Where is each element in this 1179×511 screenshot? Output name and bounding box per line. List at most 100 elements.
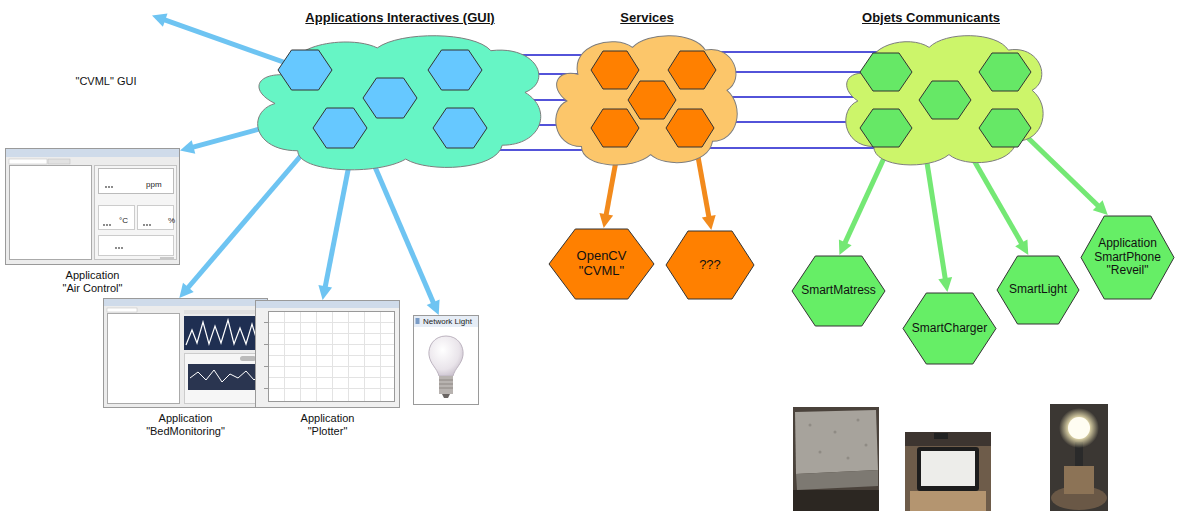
connector: [372, 160, 440, 315]
screen-label: °C: [119, 216, 128, 225]
window-title: Network Light: [423, 317, 472, 326]
cloud-hexagons: [556, 34, 738, 168]
mattress-photo-part: [857, 419, 860, 422]
bed-monitoring-screenshot-part: [108, 314, 180, 404]
service-cloud: Objets Communicants: [846, 8, 1044, 168]
bed-monitoring-screenshot-part: [188, 364, 260, 390]
arrow-head: [1015, 239, 1028, 255]
network-light-window-part: [439, 376, 453, 394]
charger-photo-part: [921, 451, 975, 486]
air-control-screenshot-part: [9, 159, 47, 164]
plotter-screenshot: [256, 301, 400, 408]
lamp-photo-part: [1050, 404, 1108, 511]
module-hexagon: [313, 108, 367, 148]
hexagon-shape: [549, 229, 654, 299]
bed-monitoring-screenshot-part: [240, 356, 256, 361]
screen-label: ppm: [146, 180, 162, 189]
component-hexagon: SmartLight: [996, 255, 1080, 325]
connector: [839, 145, 890, 255]
connector-line: [325, 160, 351, 290]
component-hexagon: ???: [665, 230, 755, 300]
module-hexagon: [860, 53, 912, 91]
network-light-window-part: [429, 336, 463, 376]
air-control-screenshot-part: [160, 257, 174, 260]
module-hexagon: [628, 81, 676, 119]
plotter-screenshot-part: [256, 301, 399, 308]
air-control-screenshot-part: [109, 224, 111, 226]
hexagon-shape: [1081, 216, 1174, 299]
section-heading: Objets Communicants: [792, 10, 1070, 26]
mattress-photo-part: [819, 451, 822, 454]
lamp-photo-part: [1064, 466, 1094, 494]
air-control-screenshot-part: [105, 186, 107, 188]
section-heading: Applications Interactives (GUI): [218, 10, 582, 26]
network-light-window-part: [439, 380, 453, 388]
app-caption: Application "Air Control": [58, 269, 128, 295]
connector: [1025, 135, 1108, 215]
service-cloud: Applications Interactives (GUI): [258, 8, 542, 173]
node-label: SmartCharger: [912, 322, 987, 336]
service-cloud: Services: [556, 8, 738, 168]
mattress-photo-part: [847, 457, 850, 460]
node-label: OpenCV "CVML": [571, 249, 633, 279]
plotter-screenshot-part: [269, 312, 394, 401]
arrow-head: [702, 215, 716, 230]
connector-line: [968, 150, 1023, 247]
lamp-photo: [1050, 404, 1108, 511]
app-caption: Application "Plotter": [293, 412, 363, 438]
lamp-photo-part: [1059, 408, 1099, 448]
air-control-screenshot-part: [48, 159, 70, 164]
bed-monitoring-screenshot-part: [185, 354, 264, 404]
component-hexagon: OpenCV "CVML": [548, 228, 655, 300]
air-control-screenshot-part: [99, 169, 174, 194]
module-hexagon: [666, 109, 714, 147]
air-control-screenshot-part: [95, 166, 177, 260]
component-hexagon: SmartMatress: [791, 255, 886, 327]
air-control-screenshot-part: [115, 247, 117, 249]
arrow-head: [599, 213, 613, 228]
charger-photo-part: [917, 447, 979, 491]
gui-endpoint: "CVML" GUI: [60, 8, 152, 90]
air-control-screenshot-part: [103, 224, 105, 226]
arrow-head: [839, 239, 852, 255]
connector-line: [1025, 135, 1101, 208]
mattress-photo-part: [793, 490, 879, 511]
bed-monitoring-screenshot-part: [184, 316, 264, 350]
app-window: Application "Air Control": [5, 148, 180, 265]
mattress-photo: [793, 407, 879, 511]
air-control-screenshot: [6, 149, 180, 265]
plotter-screenshot-part: [264, 323, 268, 389]
component-hexagon: SmartCharger: [902, 292, 997, 365]
node-label: ???: [699, 258, 721, 273]
bed-monitoring-screenshot-part: [104, 299, 268, 408]
hexagon-shape: [997, 256, 1079, 324]
app-window: Application "BedMonitoring": [103, 298, 268, 408]
mattress-photo-part: [793, 407, 879, 511]
module-hexagon: [428, 50, 482, 90]
arrow-head: [318, 285, 332, 300]
hexagon-shape: [903, 293, 996, 364]
mattress-photo-part: [796, 470, 878, 490]
connector: [179, 145, 310, 298]
connector-line: [372, 160, 435, 306]
network-light-window-part: [442, 394, 450, 398]
arrow-head: [179, 283, 193, 298]
air-control-screenshot-part: [143, 224, 145, 226]
charger-photo-part: [934, 433, 948, 439]
module-hexagon: [278, 50, 332, 90]
bed-monitoring-screenshot-part: [104, 299, 267, 306]
cloud-shape: [846, 36, 1043, 165]
node-label: SmartLight: [1009, 283, 1067, 297]
air-control-screenshot-part: [6, 149, 179, 157]
module-hexagon: [591, 109, 639, 147]
bed-monitoring-screenshot: [104, 299, 268, 408]
mattress-photo-part: [865, 444, 868, 447]
component-hexagon: Application SmartPhone "Reveil": [1080, 215, 1175, 300]
network-light-window-part: [416, 318, 420, 324]
bed-monitoring-screenshot-part: [184, 310, 264, 314]
air-control-screenshot-part: [111, 186, 113, 188]
mattress-photo-part: [834, 431, 837, 434]
screen-label: %: [168, 216, 175, 225]
module-hexagon: [363, 78, 417, 118]
